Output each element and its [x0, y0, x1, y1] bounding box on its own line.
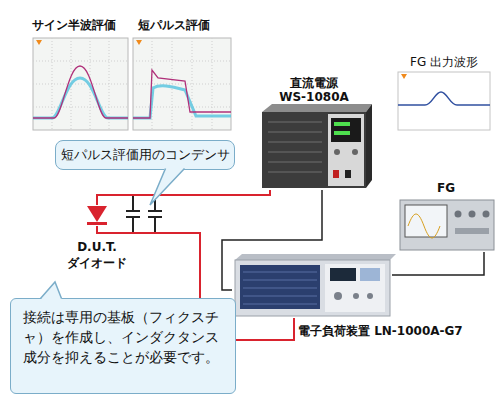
vent-line	[268, 151, 322, 153]
grid-line	[133, 84, 231, 85]
vent-line	[268, 171, 322, 173]
fg-waveform	[398, 92, 490, 105]
power-supply: 直流電源 WS-1080A	[256, 76, 372, 190]
output-terminal	[333, 170, 339, 178]
voltage-trace	[133, 70, 231, 118]
load-top	[235, 254, 396, 260]
capacitor-lead	[132, 195, 134, 211]
load-knob	[353, 293, 359, 299]
vent-line	[243, 287, 317, 289]
grid-line	[133, 61, 231, 62]
vent-line	[268, 141, 322, 143]
scope-heading: サイン半波評価	[30, 14, 132, 33]
grid-line	[192, 38, 193, 130]
vent-line	[243, 279, 317, 281]
fg-knob	[469, 211, 476, 218]
supply-panel	[328, 114, 364, 186]
equipment-label: 電子負荷装置 LN-1000A-G7	[298, 324, 463, 339]
current-trace	[33, 78, 128, 118]
equipment-label: FG	[398, 178, 494, 196]
load-display	[330, 268, 356, 281]
load-knob	[367, 293, 373, 299]
grid-line	[133, 107, 231, 108]
display-segment	[334, 131, 350, 135]
capacitor-symbol	[126, 195, 140, 233]
vent-line	[268, 161, 322, 163]
vent-line	[243, 303, 317, 305]
callout-tail-fill	[150, 167, 185, 205]
fg-buttons	[455, 228, 489, 234]
scope-capture: 短パルス評価	[136, 14, 236, 132]
callout-box: 短パルス評価用のコンデンサ	[55, 140, 235, 170]
fg-knob	[483, 211, 490, 218]
output-terminal	[345, 170, 351, 178]
vent-line	[243, 271, 317, 273]
load-display	[360, 268, 380, 281]
fg-knob	[455, 211, 462, 218]
load-panel	[325, 264, 385, 312]
wire	[222, 190, 322, 290]
capacitor-plate	[126, 210, 140, 212]
scope-screen	[33, 38, 128, 130]
waveform-panel: FG 出力波形	[396, 52, 492, 132]
supply-display	[331, 118, 361, 142]
fg-body	[400, 200, 494, 250]
function-generator: FG	[398, 178, 494, 252]
component-label: D.U.T. ダイオード	[62, 239, 132, 271]
display-segment	[334, 122, 350, 126]
fg-screen-wave	[408, 214, 440, 238]
grid-line	[33, 84, 128, 85]
diode-triangle	[87, 206, 107, 222]
scope-heading: 短パルス評価	[136, 14, 236, 33]
callout-tail-edge	[150, 168, 185, 205]
voltage-trace	[33, 66, 128, 118]
load-vent-lines	[243, 272, 317, 304]
capacitor-lead	[132, 217, 134, 233]
wire	[97, 190, 270, 205]
load-body	[235, 260, 390, 316]
supply-top	[262, 104, 372, 112]
supply-side	[366, 104, 372, 188]
equipment-label: 直流電源 WS-1080A	[256, 76, 372, 104]
trigger-marker	[36, 40, 42, 45]
scope-capture: サイン半波評価	[30, 14, 132, 132]
callout-box: 接続は専用の基板（フィクスチャ）を作成し、インダクタンス成分を抑えることが必要で…	[10, 298, 236, 394]
supply-body	[262, 112, 366, 188]
supply-knob	[352, 149, 358, 155]
panel-heading: FG 出力波形	[396, 52, 492, 70]
trigger-marker	[401, 74, 407, 79]
grid-line	[33, 107, 128, 108]
callout-tail-edge	[40, 282, 61, 299]
fg-screen	[405, 205, 447, 237]
diode-bar	[87, 222, 107, 225]
dut-diode: D.U.T. ダイオード	[86, 205, 108, 226]
vent-line	[268, 131, 322, 133]
supply-knob	[334, 149, 340, 155]
capacitor-symbol	[148, 195, 162, 233]
trigger-marker	[136, 40, 142, 45]
callout-text: 接続は専用の基板（フィクスチャ）を作成し、インダクタンス成分を抑えることが必要で…	[23, 307, 223, 367]
callout-tail-fill	[40, 282, 62, 300]
waveform-screen	[398, 72, 490, 130]
load-knob	[334, 292, 342, 300]
scope-grid	[33, 38, 128, 130]
vent-line	[243, 295, 317, 297]
wire	[392, 252, 484, 275]
callout-text: 短パルス評価用のコンデンサ	[56, 141, 234, 168]
supply-vents	[268, 122, 322, 172]
electronic-load: 電子負荷装置 LN-1000A-G7	[232, 256, 392, 318]
scope-screen	[133, 38, 231, 130]
scope-grid	[133, 38, 231, 130]
capacitor-lead	[154, 217, 156, 233]
load-vents	[240, 265, 320, 309]
capacitor-plate	[148, 210, 162, 212]
diode-symbol	[86, 205, 108, 226]
grid-line	[33, 61, 128, 62]
current-trace	[133, 86, 231, 118]
vent-line	[268, 121, 322, 123]
